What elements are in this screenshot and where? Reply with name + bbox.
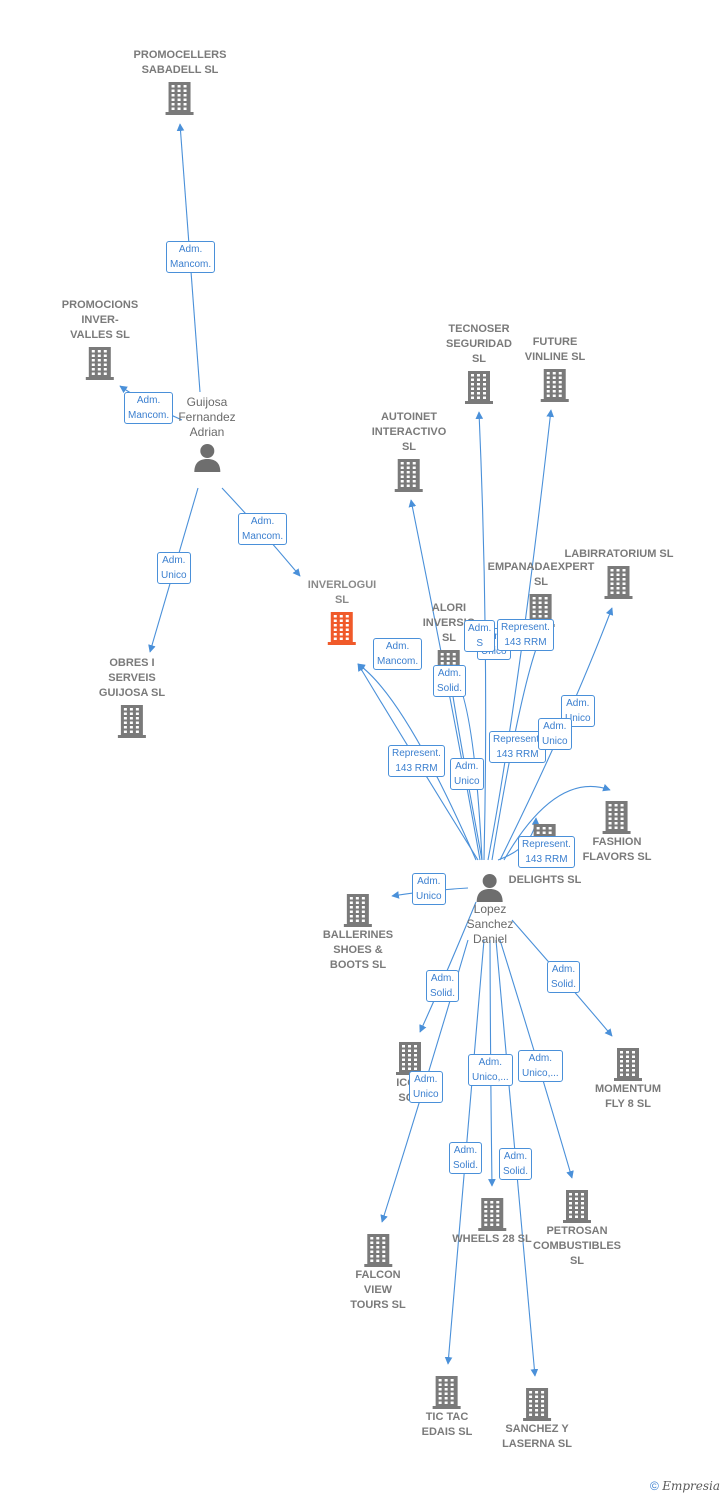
edge-role-label[interactable]: Adm. Mancom. bbox=[166, 241, 216, 273]
building-icon bbox=[363, 1234, 392, 1267]
node-label: Lopez Sanchez Daniel bbox=[466, 902, 514, 946]
building-icon bbox=[604, 566, 633, 599]
edge-role-label[interactable]: Represent. 143 RRM bbox=[489, 731, 546, 763]
edge-role-label[interactable]: Adm. Solid. bbox=[426, 970, 460, 1002]
node-label: OBRES I SERVEIS GUIJOSA SL bbox=[98, 657, 166, 699]
node-label: PROMOCIONS INVER- VALLES SL bbox=[61, 299, 139, 341]
node-momentum[interactable]: MOMENTUM FLY 8 SL bbox=[595, 1044, 661, 1112]
edge-lopez-inverlogui bbox=[357, 663, 477, 861]
edge-lopez-alori bbox=[449, 689, 483, 861]
building-icon bbox=[478, 1198, 506, 1231]
edge-role-label[interactable]: Represent. 143 RRM bbox=[497, 619, 554, 651]
node-label: BALLERINES SHOES & BOOTS SL bbox=[322, 929, 394, 971]
building-icon bbox=[327, 612, 356, 645]
building-icon bbox=[86, 347, 114, 380]
node-label: AUTOINET INTERACTIVO SL bbox=[371, 411, 447, 453]
edge-lopez-future bbox=[487, 409, 555, 861]
node-label: WHEELS 28 SL bbox=[452, 1233, 532, 1245]
node-petrosan[interactable]: PETROSAN COMBUSTIBLES SL bbox=[533, 1186, 621, 1269]
node-label: FALCON VIEW TOURS SL bbox=[350, 1269, 406, 1311]
node-label: TIC TAC EDAIS SL bbox=[421, 1411, 473, 1438]
building-icon bbox=[118, 705, 146, 738]
edge-role-label[interactable]: Adm. Unico bbox=[412, 873, 446, 905]
building-icon bbox=[432, 1376, 461, 1409]
node-label: PROMOCELLERS SABADELL SL bbox=[133, 49, 227, 76]
brand-logo[interactable]: Empresia bbox=[662, 1479, 720, 1493]
edge-role-label[interactable]: Adm. Solid. bbox=[433, 665, 467, 697]
node-autoinet[interactable]: AUTOINET INTERACTIVO SL bbox=[371, 410, 447, 493]
edge-role-label[interactable]: Adm. Solid. bbox=[499, 1148, 533, 1180]
edge-role-label[interactable]: Adm. S bbox=[464, 620, 496, 652]
edge-role-label[interactable]: Adm. Solid. bbox=[449, 1142, 483, 1174]
node-tictac[interactable]: TIC TAC EDAIS SL bbox=[421, 1372, 473, 1440]
person-icon bbox=[194, 444, 220, 472]
edge-role-label[interactable]: Adm. Unico bbox=[157, 552, 191, 584]
building-icon bbox=[166, 82, 194, 115]
node-label: EMPANADAEXPERT SL bbox=[487, 561, 595, 588]
node-label: MOMENTUM FLY 8 SL bbox=[595, 1083, 661, 1110]
node-labirra[interactable]: LABIRRATORIUM SL bbox=[564, 547, 674, 600]
node-label: SANCHEZ Y LASERNA SL bbox=[502, 1423, 572, 1450]
edge-role-label[interactable]: Adm. Unico,... bbox=[518, 1050, 563, 1082]
node-promocellers[interactable]: PROMOCELLERS SABADELL SL bbox=[133, 48, 227, 116]
node-label: INVERLOGUI SL bbox=[307, 579, 377, 606]
building-icon bbox=[464, 371, 493, 404]
node-sanchez[interactable]: SANCHEZ Y LASERNA SL bbox=[502, 1384, 572, 1452]
node-label: FASHION FLAVORS SL bbox=[582, 836, 652, 863]
node-ballerines[interactable]: BALLERINES SHOES & BOOTS SL bbox=[323, 890, 393, 973]
edge-role-label[interactable]: Adm. Mancom. bbox=[238, 513, 288, 545]
edge-role-label[interactable]: Adm. Unico,... bbox=[468, 1054, 513, 1086]
node-lopez[interactable]: Lopez Sanchez Daniel bbox=[466, 870, 514, 947]
edge-role-label[interactable]: Adm. Solid. bbox=[547, 961, 581, 993]
node-label: ALORI INVERSIO SL bbox=[422, 602, 476, 644]
building-icon bbox=[523, 1388, 551, 1421]
edge-role-label[interactable]: Represent. 143 RRM bbox=[518, 836, 575, 868]
building-icon bbox=[540, 369, 569, 402]
building-icon bbox=[563, 1190, 591, 1223]
edge-role-label[interactable]: Adm. Mancom. bbox=[124, 392, 174, 424]
node-label: TECNOSER SEGURIDAD SL bbox=[445, 323, 513, 365]
edge-lopez-autoinet bbox=[408, 499, 481, 861]
edge-lopez-fashion bbox=[503, 784, 611, 861]
building-icon bbox=[344, 894, 372, 927]
building-icon bbox=[602, 801, 631, 834]
node-wheels[interactable]: WHEELS 28 SL bbox=[452, 1194, 532, 1247]
node-falcon[interactable]: FALCON VIEW TOURS SL bbox=[350, 1230, 406, 1313]
node-label: PETROSAN COMBUSTIBLES SL bbox=[533, 1225, 621, 1267]
edge-role-label[interactable]: Adm. Unico bbox=[409, 1071, 443, 1103]
node-obres[interactable]: OBRES I SERVEIS GUIJOSA SL bbox=[99, 656, 165, 739]
node-guijosa[interactable]: Guijosa Fernandez Adrian bbox=[178, 395, 236, 472]
edge-role-label[interactable]: Represent. 143 RRM bbox=[388, 745, 445, 777]
node-tecnoser[interactable]: TECNOSER SEGURIDAD SL bbox=[446, 322, 512, 405]
edge-role-label[interactable]: Adm. Unico bbox=[538, 718, 572, 750]
node-label: LABIRRATORIUM SL bbox=[564, 548, 674, 560]
node-label: Guijosa Fernandez Adrian bbox=[178, 395, 236, 439]
copyright-symbol: © bbox=[650, 1479, 659, 1493]
footer: © Empresia bbox=[650, 1479, 720, 1493]
edge-role-label[interactable]: Adm. Mancom. bbox=[373, 638, 423, 670]
building-icon bbox=[614, 1048, 642, 1081]
node-inverlogui[interactable]: INVERLOGUI SL bbox=[308, 578, 376, 646]
node-label: FUTURE VINLINE SL bbox=[524, 336, 586, 363]
edge-role-label[interactable]: Adm. Unico bbox=[450, 758, 484, 790]
person-icon bbox=[476, 874, 503, 902]
building-icon bbox=[395, 459, 423, 492]
node-fashion[interactable]: FASHION FLAVORS SL bbox=[582, 797, 652, 865]
node-future[interactable]: FUTURE VINLINE SL bbox=[524, 335, 586, 403]
node-promocions[interactable]: PROMOCIONS INVER- VALLES SL bbox=[62, 298, 138, 381]
